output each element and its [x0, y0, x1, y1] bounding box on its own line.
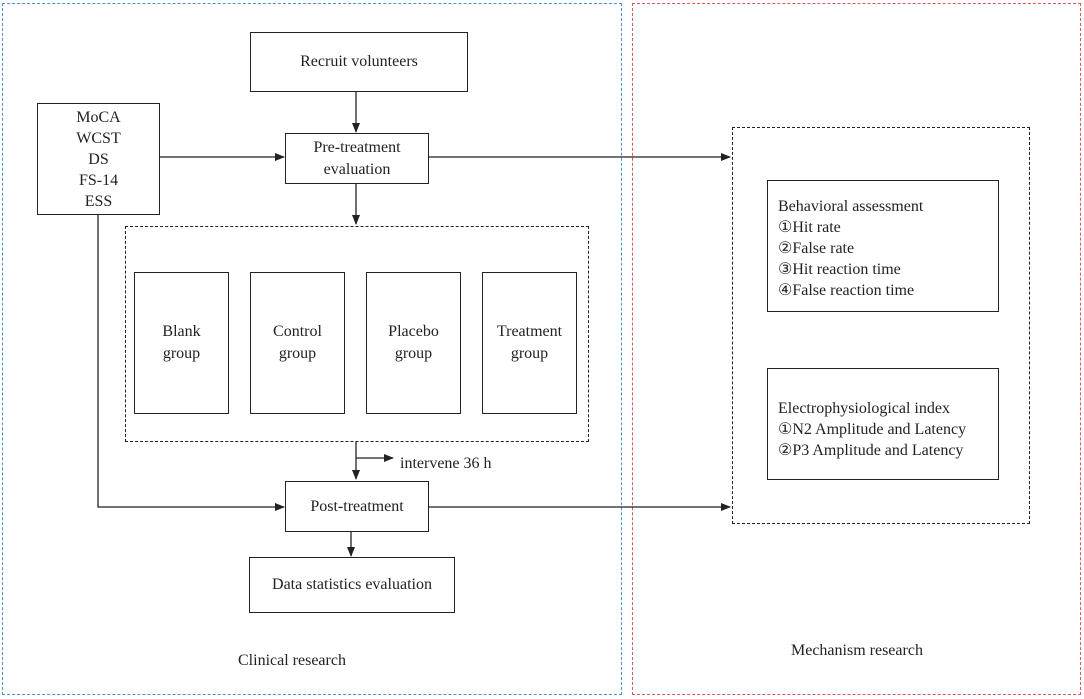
treatment-group-line2: group [510, 345, 549, 362]
outcome-measures-container [732, 127, 1030, 524]
placebo-group-line2: group [394, 345, 433, 362]
intervene-label: intervene 36 h [400, 455, 492, 472]
pretreatment-evaluation-box: Pre-treatment evaluation [285, 133, 429, 184]
recruit-volunteers-box: Recruit volunteers [250, 32, 468, 92]
blank-group-box: Blank group [134, 272, 229, 414]
scale-wcst: WCST [76, 129, 121, 147]
arrow-scales-to-posttreatment [97, 215, 285, 511]
data-statistics-box: Data statistics evaluation [249, 557, 455, 613]
behavioral-item-1: ①Hit rate [778, 219, 841, 236]
behavioral-title: Behavioral assessment [778, 198, 924, 215]
assessment-scales-box: MoCA WCST DS FS-14 ESS [37, 103, 160, 215]
scale-moca: MoCA [76, 108, 121, 126]
mechanism-research-region [632, 3, 1081, 695]
placebo-group-box: Placebo group [366, 272, 461, 414]
behavioral-item-3: ③Hit reaction time [778, 261, 901, 278]
electro-item-2: ②P3 Amplitude and Latency [778, 442, 964, 459]
posttreatment-box: Post-treatment [285, 481, 429, 532]
control-group-box: Control group [250, 272, 345, 414]
blank-group-line2: group [162, 345, 201, 362]
control-group-line1: Control [273, 323, 322, 340]
behavioral-item-4: ④False reaction time [778, 282, 915, 299]
treatment-group-line1: Treatment [496, 323, 563, 340]
placebo-group-line1: Placebo [388, 323, 439, 340]
treatment-group-box: Treatment group [482, 272, 577, 414]
pretreatment-label-line1: Pre-treatment [313, 138, 401, 156]
behavioral-assessment-box: Behavioral assessment ①Hit rate ②False r… [767, 180, 999, 312]
control-group-line2: group [278, 345, 317, 362]
scale-ess: ESS [84, 192, 113, 210]
scale-fs14: FS-14 [78, 171, 119, 189]
clinical-research-label: Clinical research [238, 652, 346, 669]
scale-ds: DS [88, 150, 109, 168]
recruit-volunteers-label: Recruit volunteers [300, 53, 418, 70]
groups-container [125, 226, 589, 442]
clinical-research-region [2, 3, 622, 695]
electro-item-1: ①N2 Amplitude and Latency [778, 421, 967, 438]
electrophysiological-index-box: Electrophysiological index ①N2 Amplitude… [767, 368, 999, 480]
mechanism-research-label: Mechanism research [791, 642, 923, 659]
posttreatment-label: Post-treatment [310, 497, 404, 515]
electro-title: Electrophysiological index [778, 400, 950, 417]
data-statistics-label: Data statistics evaluation [272, 576, 432, 593]
blank-group-line1: Blank [162, 323, 201, 340]
pretreatment-label-line2: evaluation [323, 160, 391, 178]
behavioral-item-2: ②False rate [778, 240, 855, 257]
